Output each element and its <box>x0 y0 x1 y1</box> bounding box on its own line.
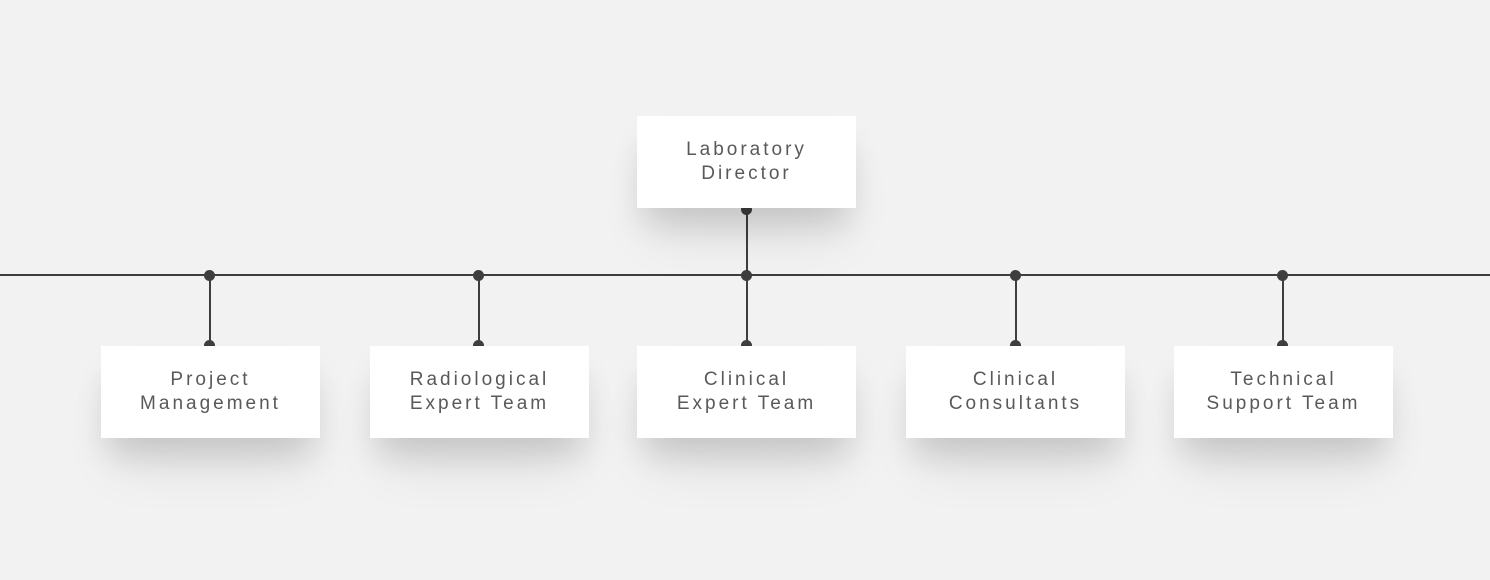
org-node-laboratory-director: Laboratory Director <box>637 116 856 208</box>
org-node-label: Radiological Expert Team <box>409 369 550 414</box>
junction-dot-spine-0 <box>204 270 215 281</box>
connector-root <box>746 209 748 276</box>
org-node-technical-support-team: Technical Support Team <box>1174 346 1393 438</box>
connector-child-4 <box>1282 275 1284 347</box>
org-node-radiological-expert-team: Radiological Expert Team <box>370 346 589 438</box>
junction-dot-box-3 <box>1010 340 1021 351</box>
junction-dot-root-bottom <box>741 204 752 215</box>
connector-child-1 <box>478 275 480 347</box>
org-node-label: Project Management <box>140 369 281 414</box>
org-node-clinical-consultants: Clinical Consultants <box>906 346 1125 438</box>
junction-dot-box-4 <box>1277 340 1288 351</box>
junction-dot-box-1 <box>473 340 484 351</box>
connector-child-0 <box>209 275 211 347</box>
org-node-label: Laboratory Director <box>686 139 807 184</box>
junction-dot-box-0 <box>204 340 215 351</box>
junction-dot-box-2 <box>741 340 752 351</box>
connector-child-3 <box>1015 275 1017 347</box>
org-node-label: Technical Support Team <box>1206 369 1361 414</box>
junction-dot-spine-3 <box>1010 270 1021 281</box>
org-node-label: Clinical Consultants <box>948 369 1083 414</box>
org-node-clinical-expert-team: Clinical Expert Team <box>637 346 856 438</box>
junction-dot-spine-1 <box>473 270 484 281</box>
org-node-project-management: Project Management <box>101 346 320 438</box>
connector-child-2 <box>746 275 748 347</box>
junction-dot-spine-4 <box>1277 270 1288 281</box>
org-node-label: Clinical Expert Team <box>676 369 817 414</box>
